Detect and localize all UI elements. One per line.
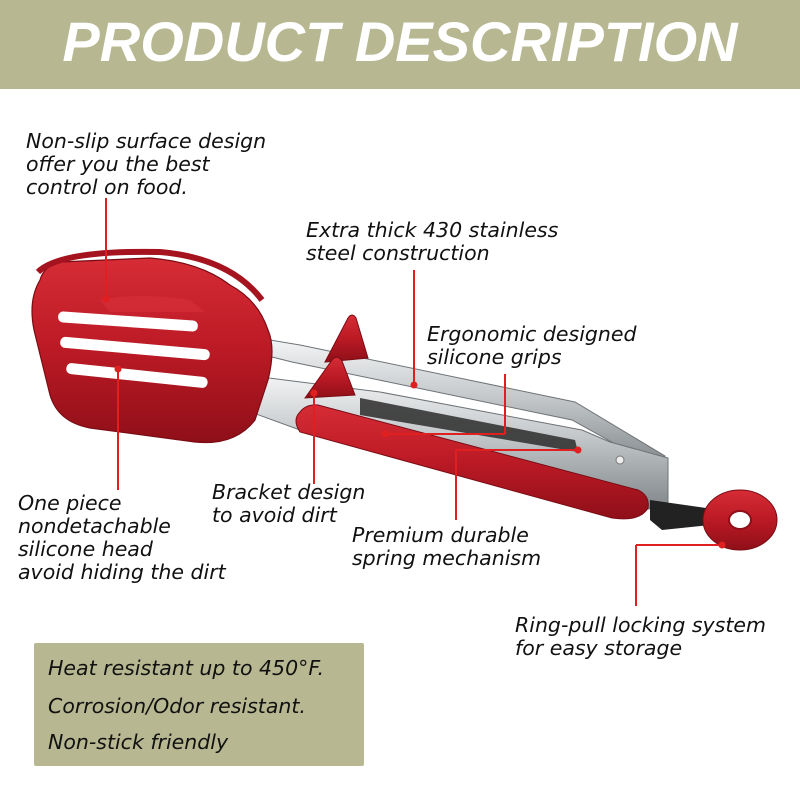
silicone-head	[31, 248, 273, 444]
callout-line: One piece	[18, 491, 122, 515]
callout-line: Extra thick 430 stainless	[306, 218, 559, 242]
bracket-lower	[303, 356, 356, 399]
callout-line: for easy storage	[515, 636, 683, 660]
callout-ring-pull: Ring-pull locking system for easy storag…	[515, 614, 766, 660]
callout-line: offer you the best	[26, 152, 210, 176]
ring-pull	[702, 489, 778, 551]
callout-line: Ring-pull locking system	[515, 613, 766, 637]
bracket-upper	[324, 314, 369, 363]
callout-pointers	[102, 198, 726, 606]
feature-heat-resistant: Heat resistant up to 450°F.	[48, 656, 325, 680]
locking-hook	[650, 500, 720, 530]
callout-line: Non-slip surface design	[26, 129, 267, 153]
callout-ergonomic: Ergonomic designed silicone grips	[427, 323, 637, 369]
callout-line: Ergonomic designed	[427, 322, 637, 346]
callout-line: avoid hiding the dirt	[18, 560, 226, 584]
callout-bracket: Bracket design to avoid dirt	[212, 481, 365, 527]
callout-line: nondetachable	[18, 514, 171, 538]
title-banner	[0, 0, 800, 89]
callout-non-slip: Non-slip surface design offer you the be…	[26, 130, 266, 199]
callout-line: silicone head	[18, 537, 153, 561]
callout-spring: Premium durable spring mechanism	[352, 524, 541, 570]
callout-line: control on food.	[26, 175, 188, 199]
callout-line: steel construction	[306, 241, 490, 265]
page-title: PRODUCT DESCRIPTION	[62, 10, 738, 73]
callout-line: to avoid dirt	[212, 503, 337, 527]
callout-line: Premium durable	[352, 523, 529, 547]
callout-stainless: Extra thick 430 stainless steel construc…	[306, 219, 558, 265]
callout-line: spring mechanism	[352, 546, 542, 570]
features-box: Heat resistant up to 450°F. Corrosion/Od…	[34, 643, 364, 766]
feature-corrosion-resistant: Corrosion/Odor resistant.	[48, 694, 306, 718]
feature-non-stick: Non-stick friendly	[48, 730, 229, 754]
callout-line: silicone grips	[427, 345, 562, 369]
callout-one-piece: One piece nondetachable silicone head av…	[18, 492, 226, 584]
callout-line: Bracket design	[212, 480, 366, 504]
